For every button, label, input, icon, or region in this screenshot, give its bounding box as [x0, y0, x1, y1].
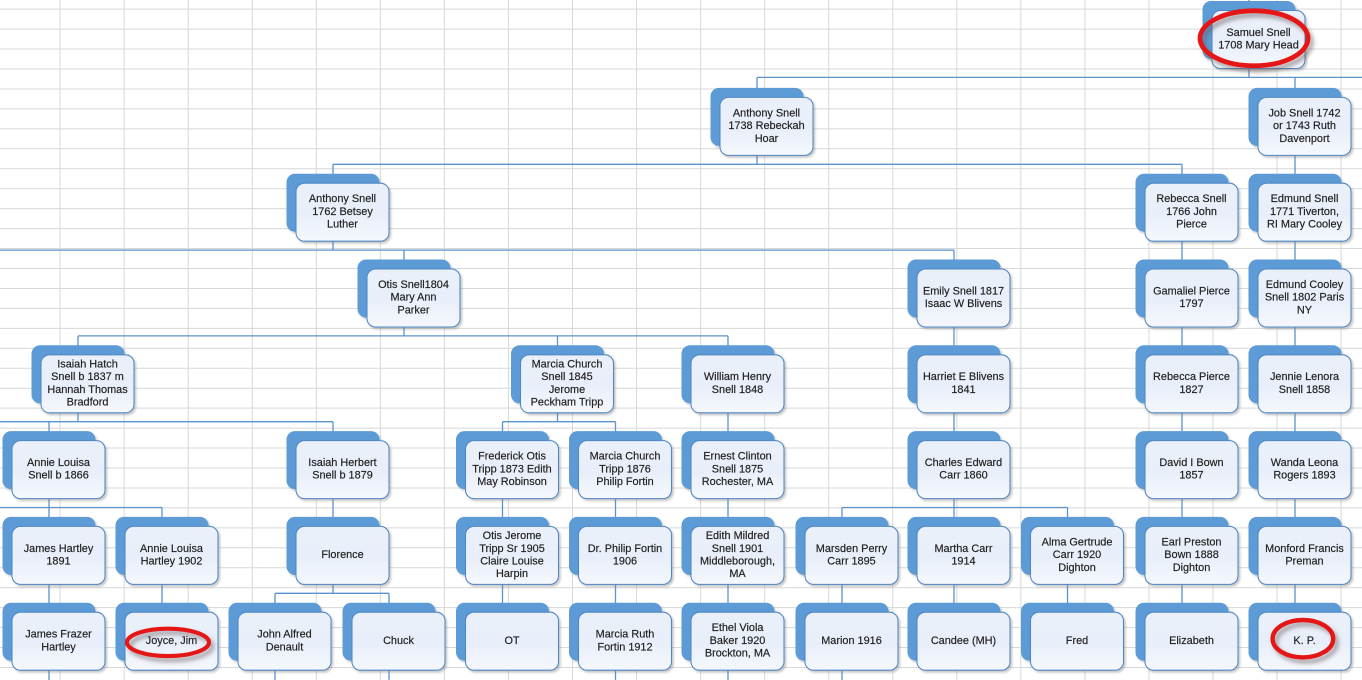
svg-text:Elizabeth: Elizabeth: [1169, 635, 1214, 647]
svg-text:Florence: Florence: [321, 549, 363, 561]
svg-text:Fred: Fred: [1066, 635, 1088, 647]
svg-text:K. P.: K. P.: [1293, 635, 1315, 647]
svg-text:Chuck: Chuck: [383, 635, 414, 647]
svg-text:Candee (MH): Candee (MH): [931, 635, 996, 647]
svg-text:OT: OT: [504, 635, 519, 647]
svg-text:Marion 1916: Marion 1916: [821, 635, 882, 647]
svg-text:Joyce, Jim: Joyce, Jim: [146, 635, 197, 647]
